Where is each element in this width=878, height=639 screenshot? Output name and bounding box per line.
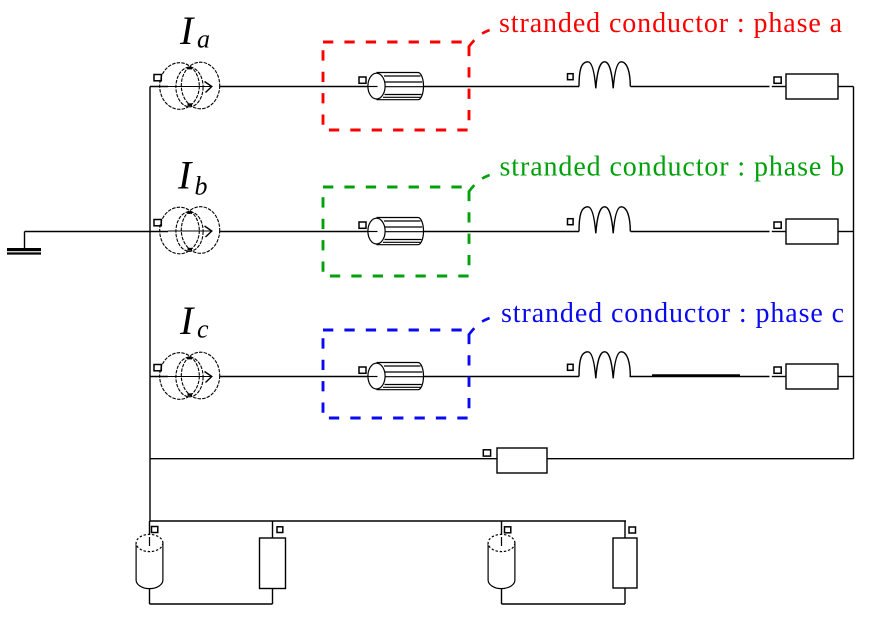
svg-text:I: I bbox=[177, 153, 193, 198]
svg-text:a: a bbox=[197, 25, 210, 54]
svg-text:b: b bbox=[195, 172, 208, 201]
svg-text:stranded conductor : phase b: stranded conductor : phase b bbox=[500, 152, 846, 183]
svg-text:I: I bbox=[179, 298, 195, 343]
svg-text:stranded conductor : phase c: stranded conductor : phase c bbox=[501, 298, 845, 329]
svg-text:stranded conductor : phase a: stranded conductor : phase a bbox=[499, 8, 843, 39]
svg-text:I: I bbox=[179, 8, 195, 53]
svg-text:c: c bbox=[197, 315, 209, 344]
